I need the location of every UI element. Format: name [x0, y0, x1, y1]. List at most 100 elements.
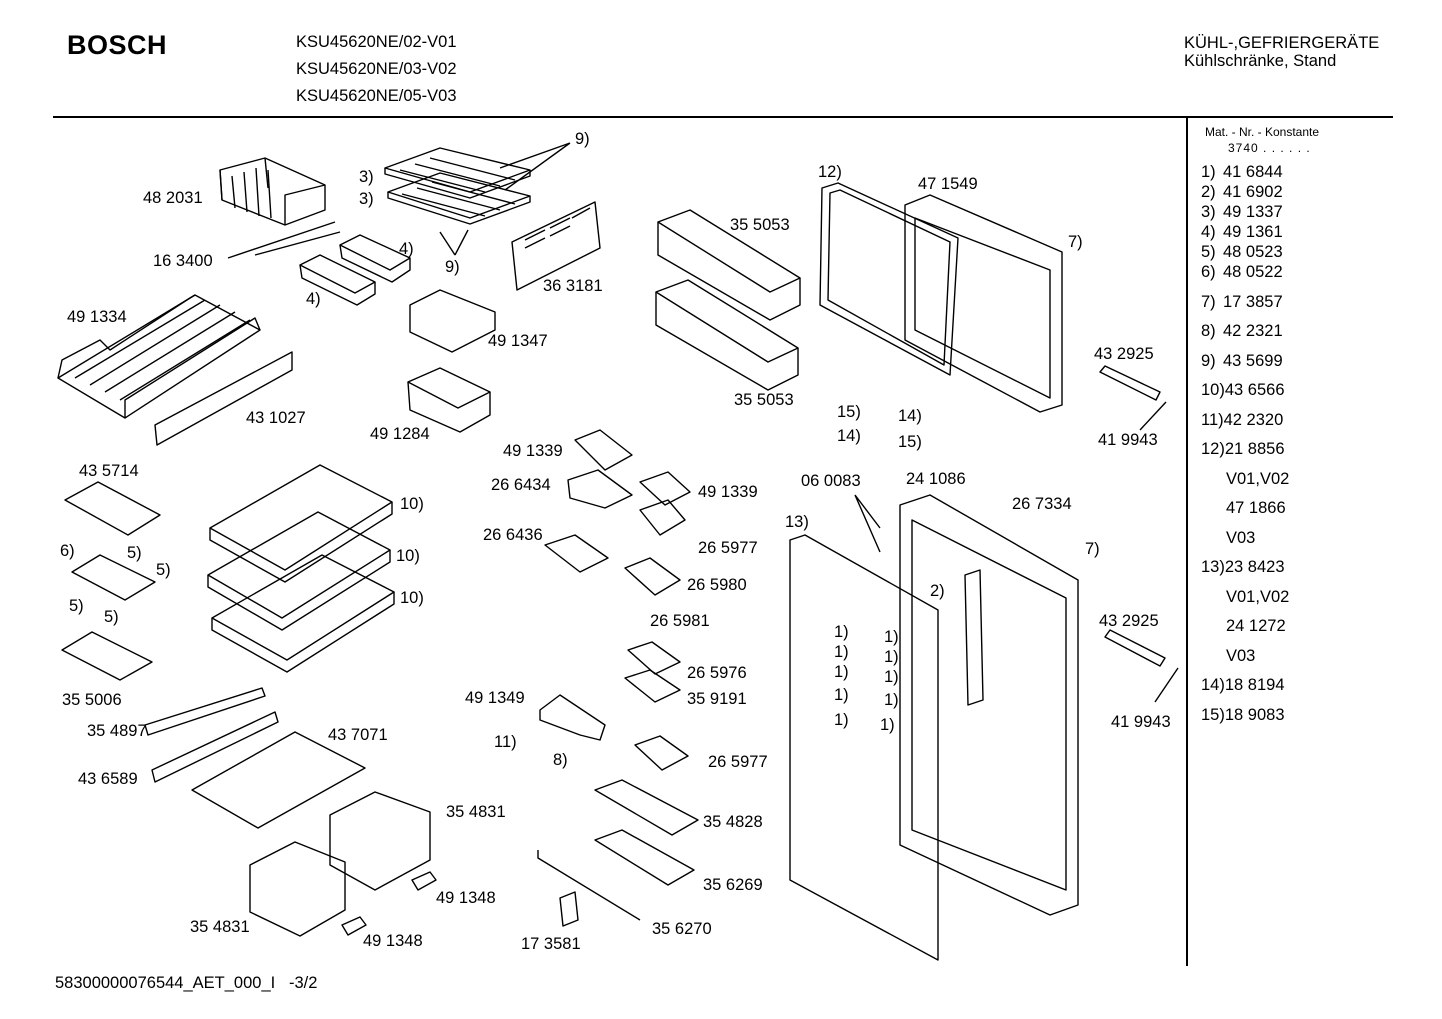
part-callout: 41 9943 — [1098, 431, 1158, 449]
legend-item: 47 1866 — [1201, 498, 1289, 528]
leader-line-3 — [1139, 401, 1167, 431]
legend-item: 15)18 9083 — [1201, 705, 1289, 735]
exploded-parts-drawing — [57, 142, 1179, 961]
part-callout: 1) — [834, 711, 849, 729]
model-number: KSU45620NE/02-V01 — [296, 33, 457, 51]
part-callout: 1) — [884, 668, 899, 686]
legend-value: 24 1272 — [1226, 617, 1286, 635]
roller-part-2 — [341, 916, 367, 936]
legend-value: V01,V02 — [1226, 587, 1290, 606]
part-callout: 49 1348 — [436, 889, 496, 907]
leader-line — [227, 221, 341, 259]
legend-value: V03 — [1226, 528, 1256, 547]
door-boxes — [544, 429, 699, 886]
part-callout: 6) — [60, 542, 75, 560]
bottle-holder — [539, 694, 606, 741]
holder-part — [409, 289, 496, 353]
legend-key: 3) — [1201, 203, 1216, 221]
part-callout: 10) — [396, 547, 420, 565]
part-callout: 2) — [930, 582, 945, 600]
egg-holder-grid — [71, 554, 156, 601]
legend-key: 11) — [1201, 410, 1224, 429]
legend-value: 21 8856 — [1224, 440, 1285, 458]
model-number: KSU45620NE/03-V02 — [296, 60, 457, 78]
legend-item: 3)49 1337 — [1201, 202, 1289, 222]
part-callout: 49 1349 — [465, 689, 525, 707]
legend-item: 12)21 8856 — [1201, 439, 1289, 469]
part-callout: 9) — [445, 258, 460, 276]
legend-item: 2)41 6902 — [1201, 182, 1289, 202]
leader-line-4 — [1154, 667, 1179, 703]
door-handle — [1099, 365, 1161, 401]
box-part — [407, 367, 491, 433]
glass-plate — [191, 731, 366, 829]
legend-key: 15) — [1201, 705, 1225, 724]
part-callout: 49 1348 — [363, 932, 423, 950]
part-callout: 17 3581 — [521, 935, 581, 953]
part-callout: 4) — [399, 240, 414, 258]
document-number: 58300000076544_AET_000_I — [55, 974, 276, 992]
legend-item: 11)42 2320 — [1201, 410, 1289, 440]
fridge-door — [899, 494, 1079, 916]
legend-value: 48 0523 — [1223, 243, 1283, 261]
part-callout: 5) — [156, 561, 171, 579]
leader-line-7 — [439, 229, 469, 256]
page-number: -3/2 — [288, 974, 318, 992]
leader-line-5 — [854, 494, 881, 553]
legend-key: 6) — [1201, 263, 1216, 281]
legend-item: 4) 49 1361 — [1201, 222, 1289, 242]
part-callout: 1) — [884, 628, 899, 646]
legend-item: 14)18 8194 — [1201, 675, 1289, 705]
small-drawer — [61, 631, 153, 681]
door-gasket-inner — [827, 189, 951, 366]
part-callout: 1) — [884, 648, 899, 666]
legend-value: 47 1866 — [1226, 499, 1286, 517]
part-callout: 1) — [884, 691, 899, 709]
legend-value: 49 1361 — [1223, 223, 1283, 241]
legend-value: 41 6844 — [1223, 163, 1283, 181]
legend-key: 12) — [1201, 440, 1225, 458]
part-callout: 49 1339 — [698, 483, 758, 501]
part-callout: 26 5980 — [687, 576, 747, 594]
legend-item: 24 1272 — [1201, 616, 1289, 646]
legend-item: 5) 48 0523 — [1201, 242, 1289, 262]
part-callout: 35 5053 — [734, 391, 794, 409]
legend-key: 2) — [1201, 183, 1216, 201]
part-callout: 47 1549 — [918, 175, 978, 193]
part-callout: 26 5976 — [687, 664, 747, 682]
part-callout: 49 1284 — [370, 425, 430, 443]
part-callout: 26 5981 — [650, 612, 710, 630]
part-callout: 7) — [1068, 233, 1083, 251]
part-callout: 49 1347 — [488, 332, 548, 350]
legend-key: 8) — [1201, 322, 1216, 340]
part-callout: 5) — [127, 544, 142, 562]
rail-part — [154, 351, 293, 446]
part-callout: 49 1339 — [503, 442, 563, 460]
legend-divider — [1186, 118, 1188, 966]
part-callout: 48 2031 — [143, 189, 203, 207]
door-gasket — [819, 182, 959, 376]
legend-key: 7) — [1201, 292, 1216, 311]
category-subtitle: Kühlschränke, Stand — [1184, 52, 1337, 70]
part-callout: 35 5053 — [730, 216, 790, 234]
legend-value: 42 2320 — [1223, 410, 1284, 429]
part-callout: 16 3400 — [153, 252, 213, 270]
part-callout: 35 9191 — [687, 690, 747, 708]
legend-value: V03 — [1226, 646, 1256, 665]
part-callout: 11) — [494, 733, 517, 751]
legend-item: 6)48 0522 — [1201, 262, 1289, 292]
legend-value: 42 2321 — [1223, 322, 1283, 340]
legend-value: V01,V02 — [1226, 469, 1290, 488]
legend-item: 8) 42 2321 — [1201, 321, 1289, 351]
legend-key: 13) — [1201, 558, 1225, 576]
part-callout: 43 7071 — [328, 726, 388, 744]
part-callout: 15) — [837, 403, 861, 421]
legend-item: V03 — [1201, 646, 1289, 676]
category-title: KÜHL-,GEFRIERGERÄTE — [1184, 34, 1380, 52]
legend-key: 5) — [1201, 243, 1216, 261]
part-callout: 26 5977 — [698, 539, 758, 557]
legend-key: 4) — [1201, 223, 1216, 241]
part-callout: 15) — [898, 433, 922, 451]
door-handle-2 — [1104, 629, 1166, 667]
